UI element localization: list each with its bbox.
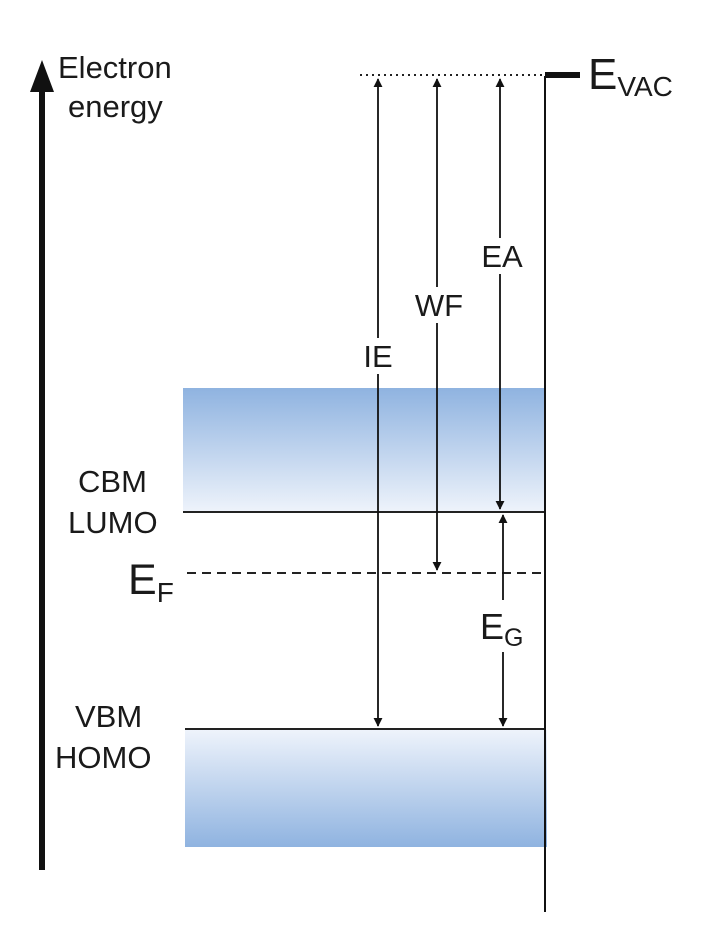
valence-band — [185, 730, 547, 847]
fermi-level-label: EF — [128, 556, 174, 608]
band-gap-label: EG — [480, 606, 523, 652]
lumo-label: LUMO — [68, 505, 158, 540]
energy-axis-arrowhead-icon — [30, 60, 54, 92]
conduction-band — [183, 388, 545, 512]
wf-label: WF — [415, 288, 463, 323]
energy-axis: Electron energy — [30, 50, 172, 870]
ea-label: EA — [481, 239, 523, 274]
axis-label-line2: energy — [68, 89, 163, 124]
ie-label: IE — [363, 339, 392, 374]
homo-label: HOMO — [55, 740, 151, 775]
cbm-label: CBM — [78, 464, 147, 499]
axis-label-line1: Electron — [58, 50, 172, 85]
vbm-label: VBM — [75, 699, 142, 734]
vacuum-level-label: EVAC — [588, 50, 673, 102]
